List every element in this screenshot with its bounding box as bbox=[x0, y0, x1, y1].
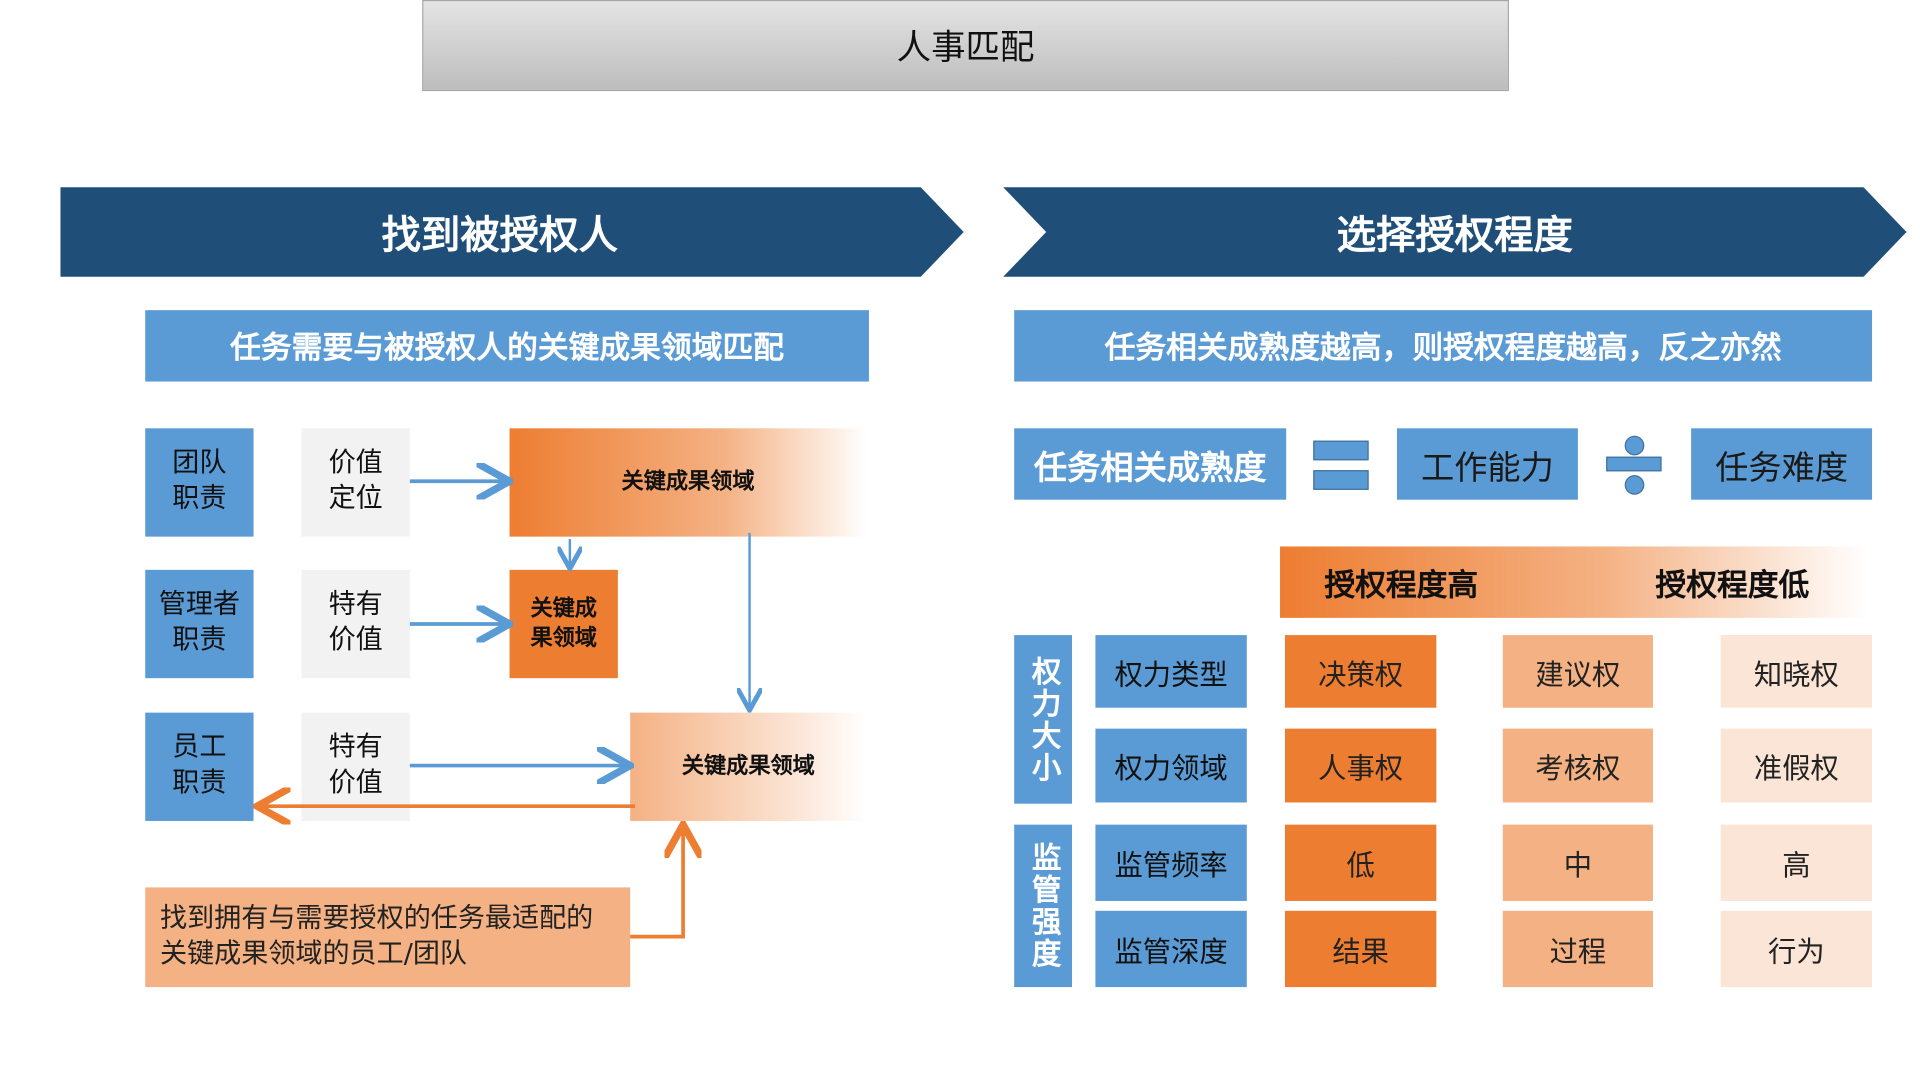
arrow-note-up bbox=[630, 828, 683, 939]
scale-high-label: 授权程度高 bbox=[1324, 567, 1479, 604]
left-subtitle: 任务需要与被授权人的关键成果领域匹配 bbox=[145, 310, 869, 382]
cell-mid: 中 bbox=[1502, 824, 1653, 901]
row-label-frequency: 监管频率 bbox=[1095, 824, 1247, 901]
cell-high: 决策权 bbox=[1284, 635, 1437, 708]
cell-low: 行为 bbox=[1720, 910, 1873, 988]
page-title: 人事匹配 bbox=[422, 0, 1509, 92]
formula-maturity: 任务相关成熟度 bbox=[1014, 428, 1287, 500]
group-label-power: 权力大小 bbox=[1014, 635, 1073, 804]
flow-arrows bbox=[0, 0, 960, 939]
scale-low-label: 授权程度低 bbox=[1655, 567, 1810, 604]
kra-employee: 关键成果领域 bbox=[630, 712, 867, 821]
row-label-depth: 监管深度 bbox=[1095, 910, 1247, 988]
authorization-scale-header: 授权程度高 授权程度低 bbox=[1280, 546, 1869, 618]
value-employee: 特有价值 bbox=[301, 712, 410, 821]
cell-mid: 过程 bbox=[1502, 910, 1653, 988]
value-manager: 特有价值 bbox=[301, 569, 410, 679]
role-employee: 员工职责 bbox=[145, 712, 254, 821]
row-label-power-domain: 权力领域 bbox=[1095, 728, 1247, 803]
kra-team: 关键成果领域 bbox=[509, 428, 867, 537]
cell-mid: 建议权 bbox=[1502, 635, 1653, 708]
row-label-power-type: 权力类型 bbox=[1095, 635, 1247, 708]
role-team: 团队职责 bbox=[145, 428, 254, 537]
cell-mid: 考核权 bbox=[1502, 728, 1653, 803]
right-section-header: 选择授权程度 bbox=[1003, 187, 1907, 277]
role-manager: 管理者职责 bbox=[145, 569, 254, 679]
cell-low: 知晓权 bbox=[1720, 635, 1873, 708]
right-header-text: 选择授权程度 bbox=[1336, 211, 1573, 258]
cell-high: 人事权 bbox=[1284, 728, 1437, 803]
cell-low: 准假权 bbox=[1720, 728, 1873, 803]
equals-icon bbox=[1313, 440, 1369, 490]
formula-difficulty: 任务难度 bbox=[1691, 428, 1873, 500]
kra-manager: 关键成果领域 bbox=[509, 569, 618, 679]
cell-high: 低 bbox=[1284, 824, 1437, 901]
cell-high: 结果 bbox=[1284, 910, 1437, 988]
left-header-text: 找到被授权人 bbox=[381, 211, 618, 258]
value-team: 价值定位 bbox=[301, 428, 410, 537]
group-label-supervision: 监管强度 bbox=[1014, 824, 1073, 988]
cell-low: 高 bbox=[1720, 824, 1873, 901]
formula-ability: 工作能力 bbox=[1396, 428, 1578, 500]
divide-icon bbox=[1606, 435, 1662, 495]
right-subtitle: 任务相关成熟度越高，则授权程度越高，反之亦然 bbox=[1014, 310, 1873, 382]
matching-note: 找到拥有与需要授权的任务最适配的关键成果领域的员工/团队 bbox=[145, 887, 631, 988]
left-section-header: 找到被授权人 bbox=[60, 187, 964, 277]
